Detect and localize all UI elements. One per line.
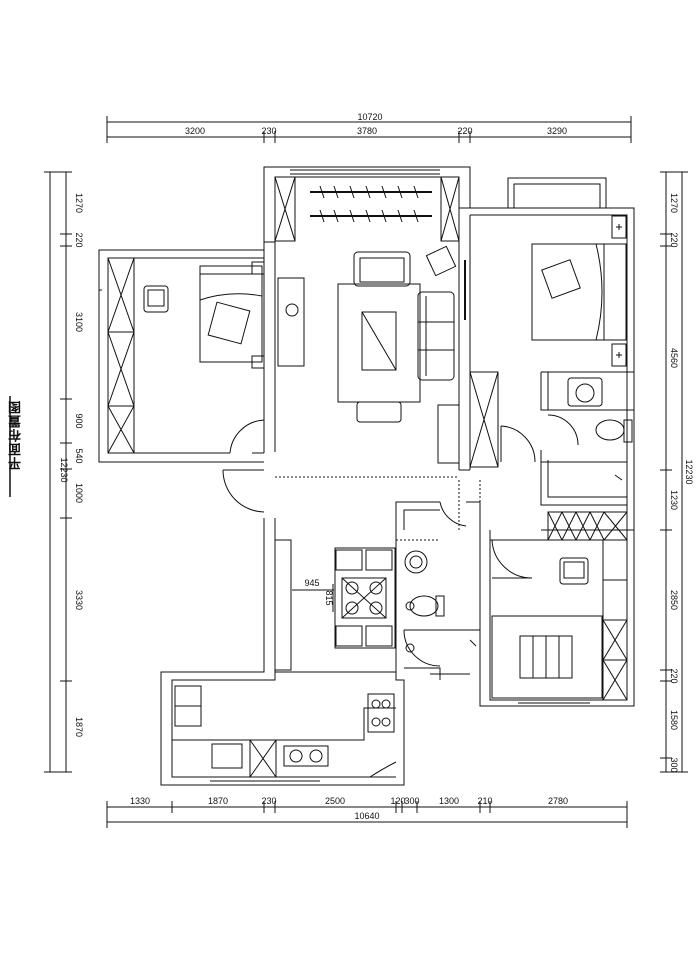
openings [275,476,481,541]
dim-right-total: 12230 [684,459,694,484]
dim-left-3: 3100 [74,312,84,332]
dim-bottom-3: 230 [261,796,276,806]
dim-bottom-8: 210 [477,796,492,806]
kitchen-fixtures [172,685,397,778]
dim-right-6: 220 [669,668,679,683]
dim-top-5: 3290 [547,126,567,136]
dim-bottom-5: 120 [390,796,405,806]
dim-left-2: 220 [74,232,84,247]
dim-left-8: 1870 [74,717,84,737]
right-bedroom-furniture [531,215,627,367]
dim-left-total: 12230 [59,457,69,482]
dim-top-total: 10720 [357,112,382,122]
dim-bottom-4: 2500 [325,796,345,806]
hanging-rails [310,185,432,223]
dim-top-4: 220 [457,126,472,136]
dim-left-5: 540 [74,448,84,463]
drawing-title: 平面布置图 [8,400,23,470]
dim-right-7: 1580 [669,710,679,730]
wardrobes [107,176,628,701]
walls [98,166,635,786]
dim-left-7: 3330 [74,590,84,610]
dim-right-5: 2850 [669,590,679,610]
dim-bottom-1: 1330 [130,796,150,806]
dim-bottom-9: 2780 [548,796,568,806]
dim-right-2: 220 [669,232,679,247]
dim-bottom-6: 300 [404,796,419,806]
dim-bottom-total: 10640 [354,811,379,821]
left-dimension-lines [44,171,72,773]
dim-left-6: 1000 [74,483,84,503]
dim-top-1: 3200 [185,126,205,136]
living-room-furniture [277,185,466,423]
dim-left-1: 1270 [74,193,84,213]
dim-right-1: 1270 [669,193,679,213]
right-dimension-lines [660,171,688,773]
dim-right-3: 4560 [669,348,679,368]
bottom-dimension-lines [106,801,628,828]
left-bedroom-furniture [143,261,265,369]
center-bathroom-fixtures [404,550,477,653]
dim-top-2: 230 [261,126,276,136]
doors [222,414,579,667]
dim-right-4: 1230 [669,490,679,510]
upper-bathroom-fixtures [567,377,633,481]
study-furniture [491,557,603,699]
dim-left-4: 900 [74,413,84,428]
dim-top-3: 3780 [357,126,377,136]
dim-table-depth: 815 [324,590,334,605]
dim-bottom-7: 1300 [439,796,459,806]
dim-right-8: 300 [669,757,679,772]
top-dimension-lines [106,116,632,143]
dining-area [292,547,396,649]
dim-table-width: 945 [304,578,319,588]
dim-bottom-2: 1870 [208,796,228,806]
